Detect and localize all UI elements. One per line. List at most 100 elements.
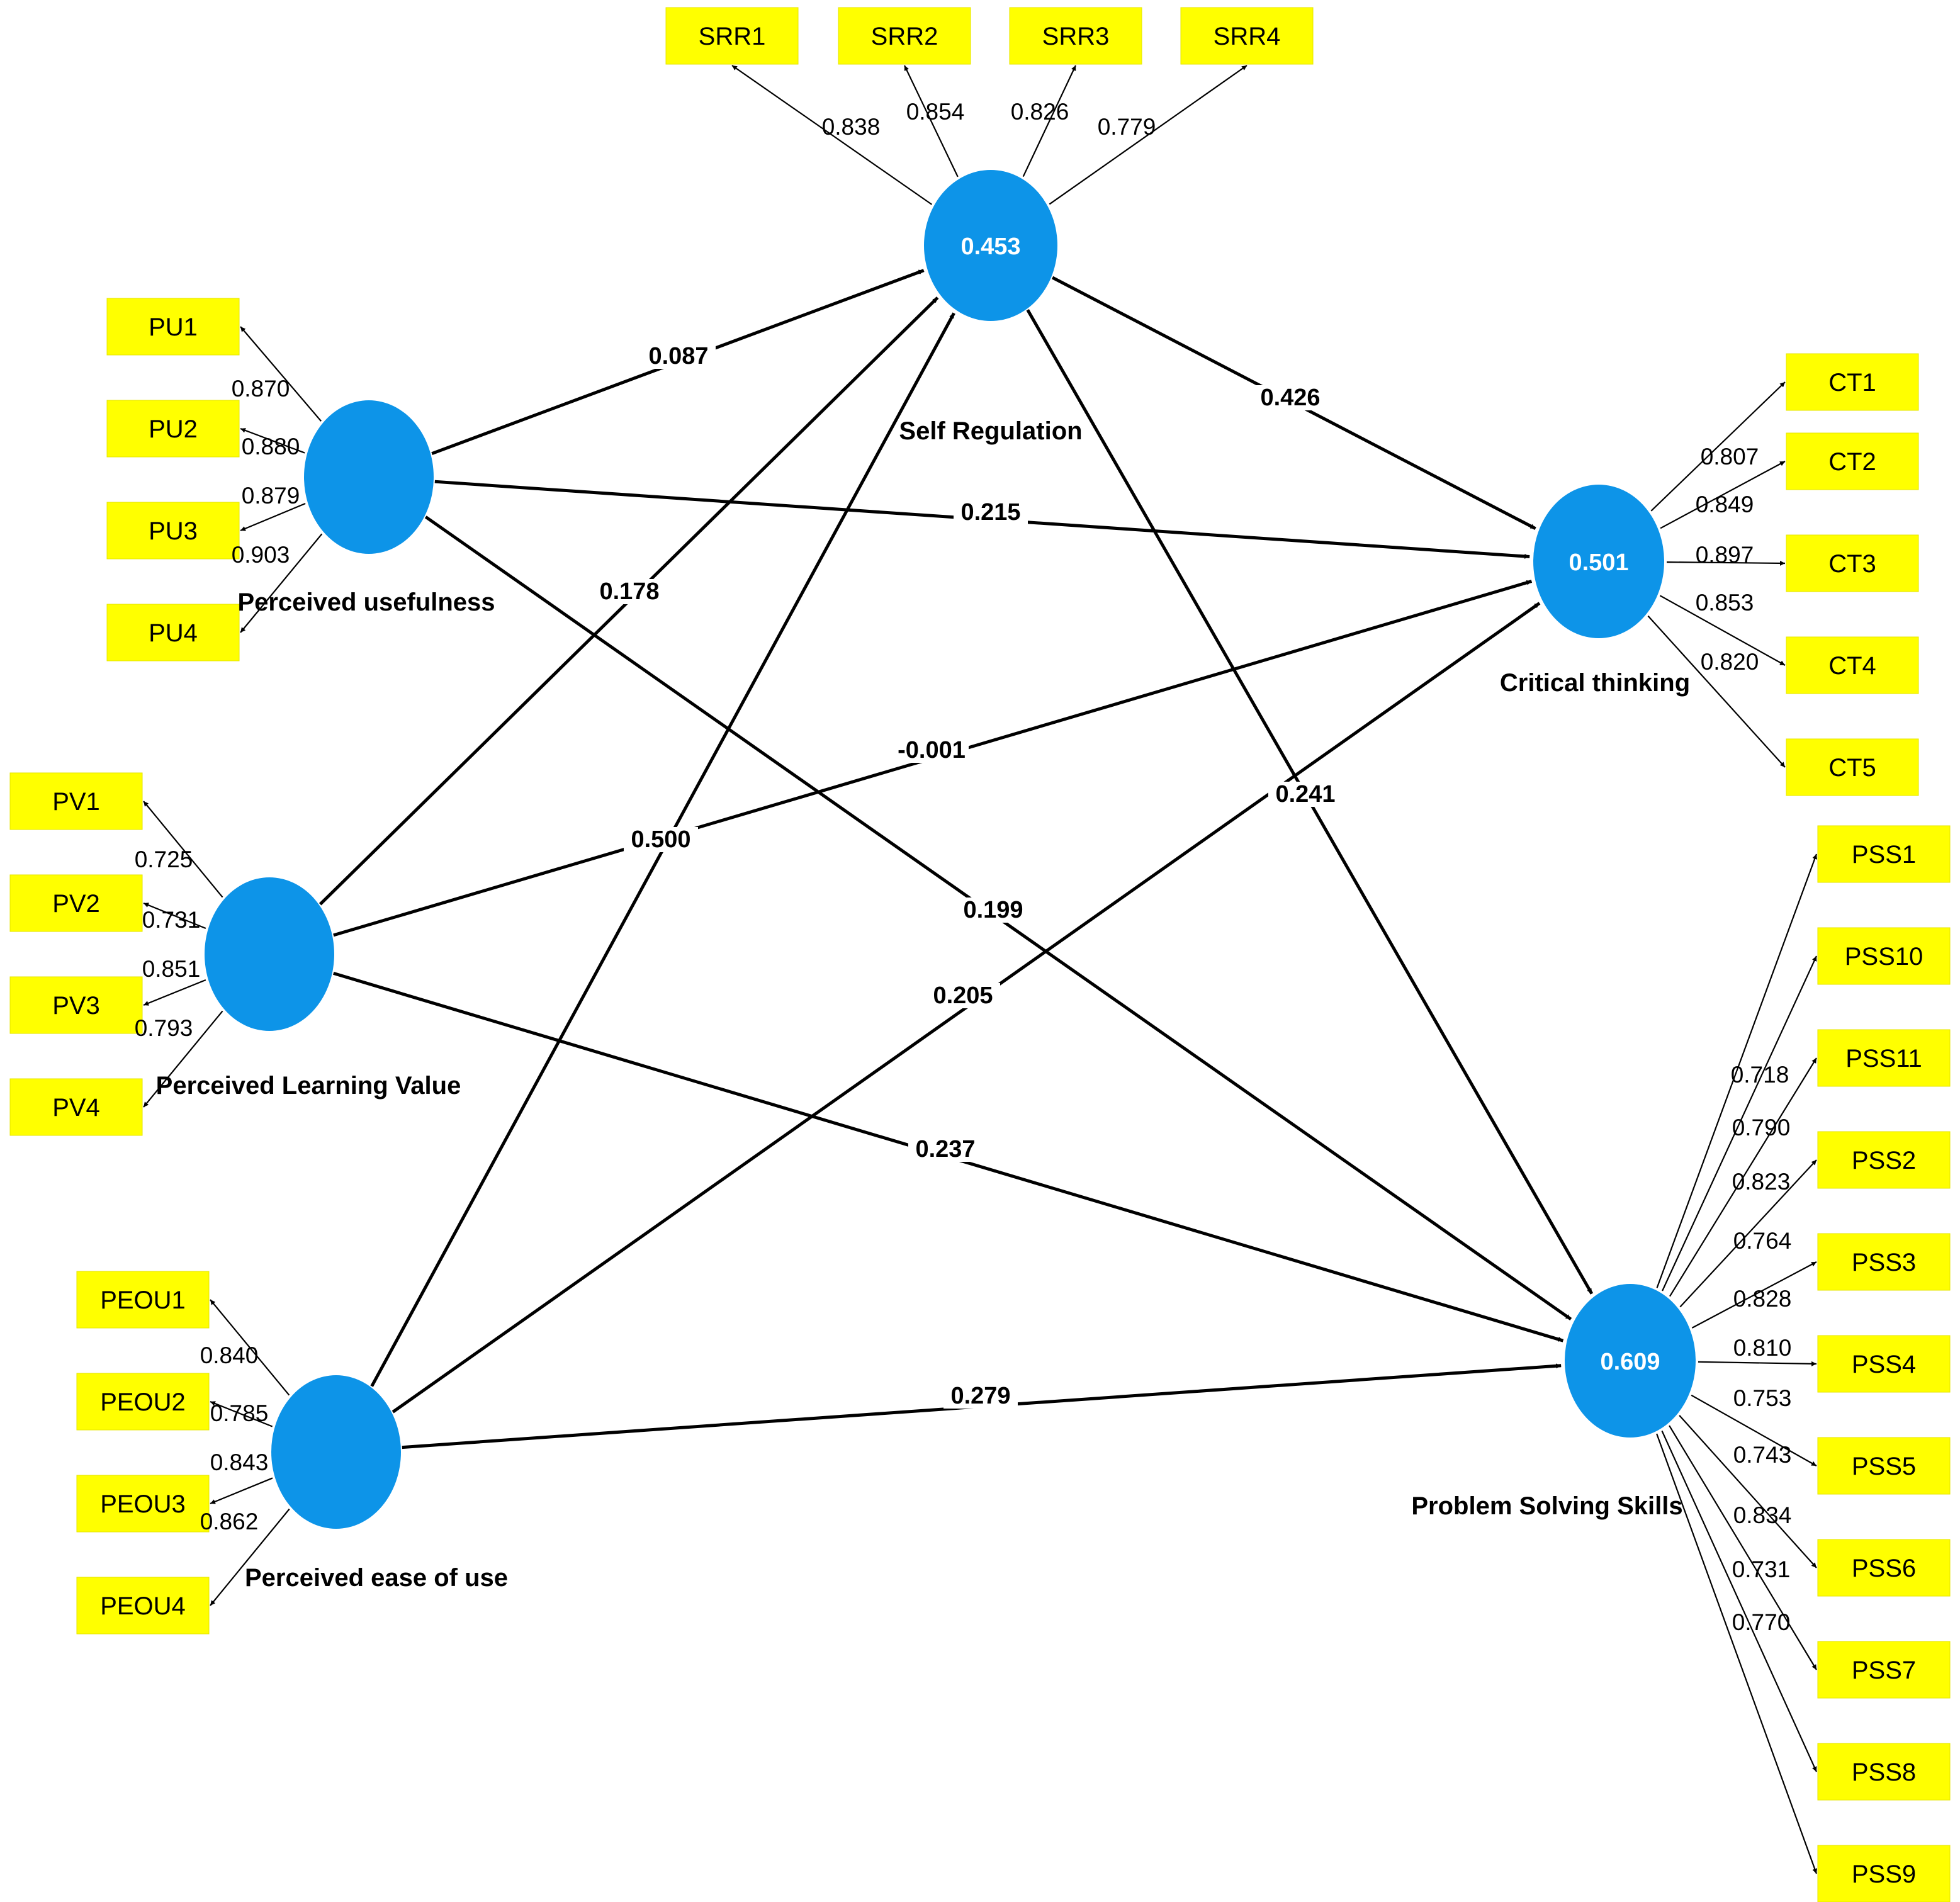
- construct-name-pss: Problem Solving Skills: [1411, 1492, 1682, 1520]
- indicator-label-srr3: SRR3: [1042, 23, 1110, 50]
- indicator-label-srr2: SRR2: [871, 23, 938, 50]
- indicator-box-pss11[interactable]: [1817, 1029, 1951, 1087]
- path-coefficient-bg: [1253, 385, 1327, 410]
- indicator-box-ct4[interactable]: [1786, 636, 1919, 694]
- indicator-box-pss7[interactable]: [1817, 1641, 1951, 1699]
- loading-value-pss8: 0.731: [1732, 1556, 1791, 1582]
- indicator-box-pss9[interactable]: [1817, 1845, 1951, 1902]
- loading-value-pu3: 0.879: [242, 483, 300, 509]
- loading-arrow-pss5: [1691, 1394, 1817, 1466]
- loading-arrow-pu1: [240, 326, 322, 422]
- path-coefficient-sr-to-pss: 0.241: [1275, 781, 1335, 808]
- indicator-label-ct4: CT4: [1828, 652, 1876, 680]
- loading-value-ct5: 0.820: [1701, 649, 1759, 675]
- path-coefficient-bg: [943, 1383, 1018, 1409]
- r-squared-pss: 0.609: [1600, 1349, 1660, 1375]
- indicator-label-pss5: PSS5: [1852, 1453, 1916, 1480]
- indicator-label-pv1: PV1: [52, 788, 100, 816]
- loading-arrow-srr4: [1049, 65, 1248, 205]
- indicator-box-pss2[interactable]: [1817, 1131, 1951, 1189]
- indicator-label-pu4: PU4: [149, 619, 198, 647]
- indicator-label-peou2: PEOU2: [100, 1388, 186, 1416]
- indicator-box-ct1[interactable]: [1786, 353, 1919, 411]
- loading-arrow-ct3: [1666, 560, 1786, 566]
- path-coefficient-bg: [592, 579, 667, 604]
- path-coefficient-peou-to-pss: 0.279: [950, 1383, 1010, 1409]
- construct-name-peou: Perceived ease of use: [245, 1564, 508, 1592]
- loading-arrow-pv4: [143, 1010, 223, 1108]
- indicator-box-pv2[interactable]: [9, 874, 143, 932]
- loading-arrow-pss10: [1662, 955, 1817, 1291]
- indicator-box-pu1[interactable]: [106, 298, 240, 356]
- indicator-label-pss4: PSS4: [1852, 1351, 1916, 1378]
- indicator-box-peou2[interactable]: [76, 1373, 210, 1431]
- loading-arrow-pss9: [1656, 1433, 1818, 1874]
- indicator-box-pss5[interactable]: [1817, 1437, 1951, 1495]
- loading-value-pu4: 0.903: [232, 542, 290, 568]
- path-coefficient-bg: [1268, 782, 1343, 807]
- indicator-label-peou4: PEOU4: [100, 1592, 186, 1620]
- construct-node-pss[interactable]: [1565, 1284, 1696, 1438]
- construct-name-pv: Perceived Learning Value: [156, 1072, 461, 1100]
- indicator-label-peou3: PEOU3: [100, 1490, 186, 1518]
- indicator-box-srr3[interactable]: [1009, 7, 1142, 65]
- loading-arrow-pv3: [143, 979, 206, 1006]
- indicator-label-pss2: PSS2: [1852, 1147, 1916, 1174]
- construct-name-ct: Critical thinking: [1500, 669, 1690, 697]
- indicator-label-pv2: PV2: [52, 890, 100, 918]
- indicator-box-srr2[interactable]: [838, 7, 971, 65]
- construct-node-pu[interactable]: [304, 400, 434, 554]
- indicator-label-pv4: PV4: [52, 1094, 100, 1122]
- indicator-box-pu4[interactable]: [106, 604, 240, 661]
- indicator-box-peou3[interactable]: [76, 1475, 210, 1533]
- indicator-label-pss8: PSS8: [1852, 1759, 1916, 1786]
- loading-value-srr1: 0.838: [822, 114, 881, 140]
- indicator-box-pv1[interactable]: [9, 772, 143, 830]
- indicator-box-ct2[interactable]: [1786, 432, 1919, 490]
- indicator-label-ct2: CT2: [1828, 448, 1876, 476]
- construct-name-sr: Self Regulation: [899, 417, 1082, 445]
- indicator-box-pss4[interactable]: [1817, 1335, 1951, 1393]
- indicator-box-pss8[interactable]: [1817, 1743, 1951, 1801]
- loading-arrow-pss1: [1656, 853, 1818, 1288]
- path-coefficient-peou-to-sr: 0.500: [631, 826, 690, 853]
- indicator-box-pu3[interactable]: [106, 502, 240, 560]
- path-coefficient-pu-to-pss: 0.199: [963, 897, 1023, 923]
- construct-node-pv[interactable]: [205, 877, 334, 1031]
- construct-node-sr[interactable]: [924, 170, 1057, 321]
- construct-node-peou[interactable]: [271, 1375, 401, 1529]
- indicator-box-pv4[interactable]: [9, 1078, 143, 1136]
- r-squared-ct: 0.501: [1569, 549, 1628, 576]
- loading-arrow-pv1: [143, 801, 223, 898]
- indicator-box-ct5[interactable]: [1786, 738, 1919, 796]
- indicator-label-ct3: CT3: [1828, 550, 1876, 578]
- indicator-box-pss3[interactable]: [1817, 1233, 1951, 1291]
- loading-value-pss11: 0.823: [1732, 1169, 1791, 1195]
- path-coefficient-pu-to-ct: 0.215: [960, 499, 1020, 526]
- indicator-box-pss6[interactable]: [1817, 1539, 1951, 1597]
- indicator-box-peou1[interactable]: [76, 1271, 210, 1329]
- path-coefficient-bg: [641, 344, 716, 369]
- path-coefficient-peou-to-ct: 0.205: [933, 982, 993, 1009]
- loading-value-peou2: 0.785: [210, 1400, 269, 1426]
- construct-node-ct[interactable]: [1533, 485, 1664, 638]
- indicator-label-srr4: SRR4: [1214, 23, 1281, 50]
- loading-value-pss9: 0.770: [1732, 1609, 1791, 1635]
- indicator-label-ct5: CT5: [1828, 754, 1876, 782]
- loading-value-pv1: 0.725: [135, 847, 193, 872]
- indicator-box-pss10[interactable]: [1817, 927, 1951, 985]
- indicator-label-pss6: PSS6: [1852, 1555, 1916, 1582]
- indicator-box-pv3[interactable]: [9, 976, 143, 1034]
- indicator-box-srr4[interactable]: [1180, 7, 1314, 65]
- indicator-box-srr1[interactable]: [665, 7, 799, 65]
- loading-value-pu1: 0.870: [232, 376, 290, 402]
- indicator-box-pu2[interactable]: [106, 400, 240, 458]
- indicator-label-pss9: PSS9: [1852, 1860, 1916, 1888]
- indicator-box-peou4[interactable]: [76, 1577, 210, 1635]
- indicator-box-pss1[interactable]: [1817, 825, 1951, 883]
- indicator-box-ct3[interactable]: [1786, 534, 1919, 592]
- indicator-label-peou1: PEOU1: [100, 1286, 186, 1314]
- indicator-label-pu1: PU1: [149, 313, 198, 341]
- loading-arrow-pss11: [1669, 1057, 1817, 1297]
